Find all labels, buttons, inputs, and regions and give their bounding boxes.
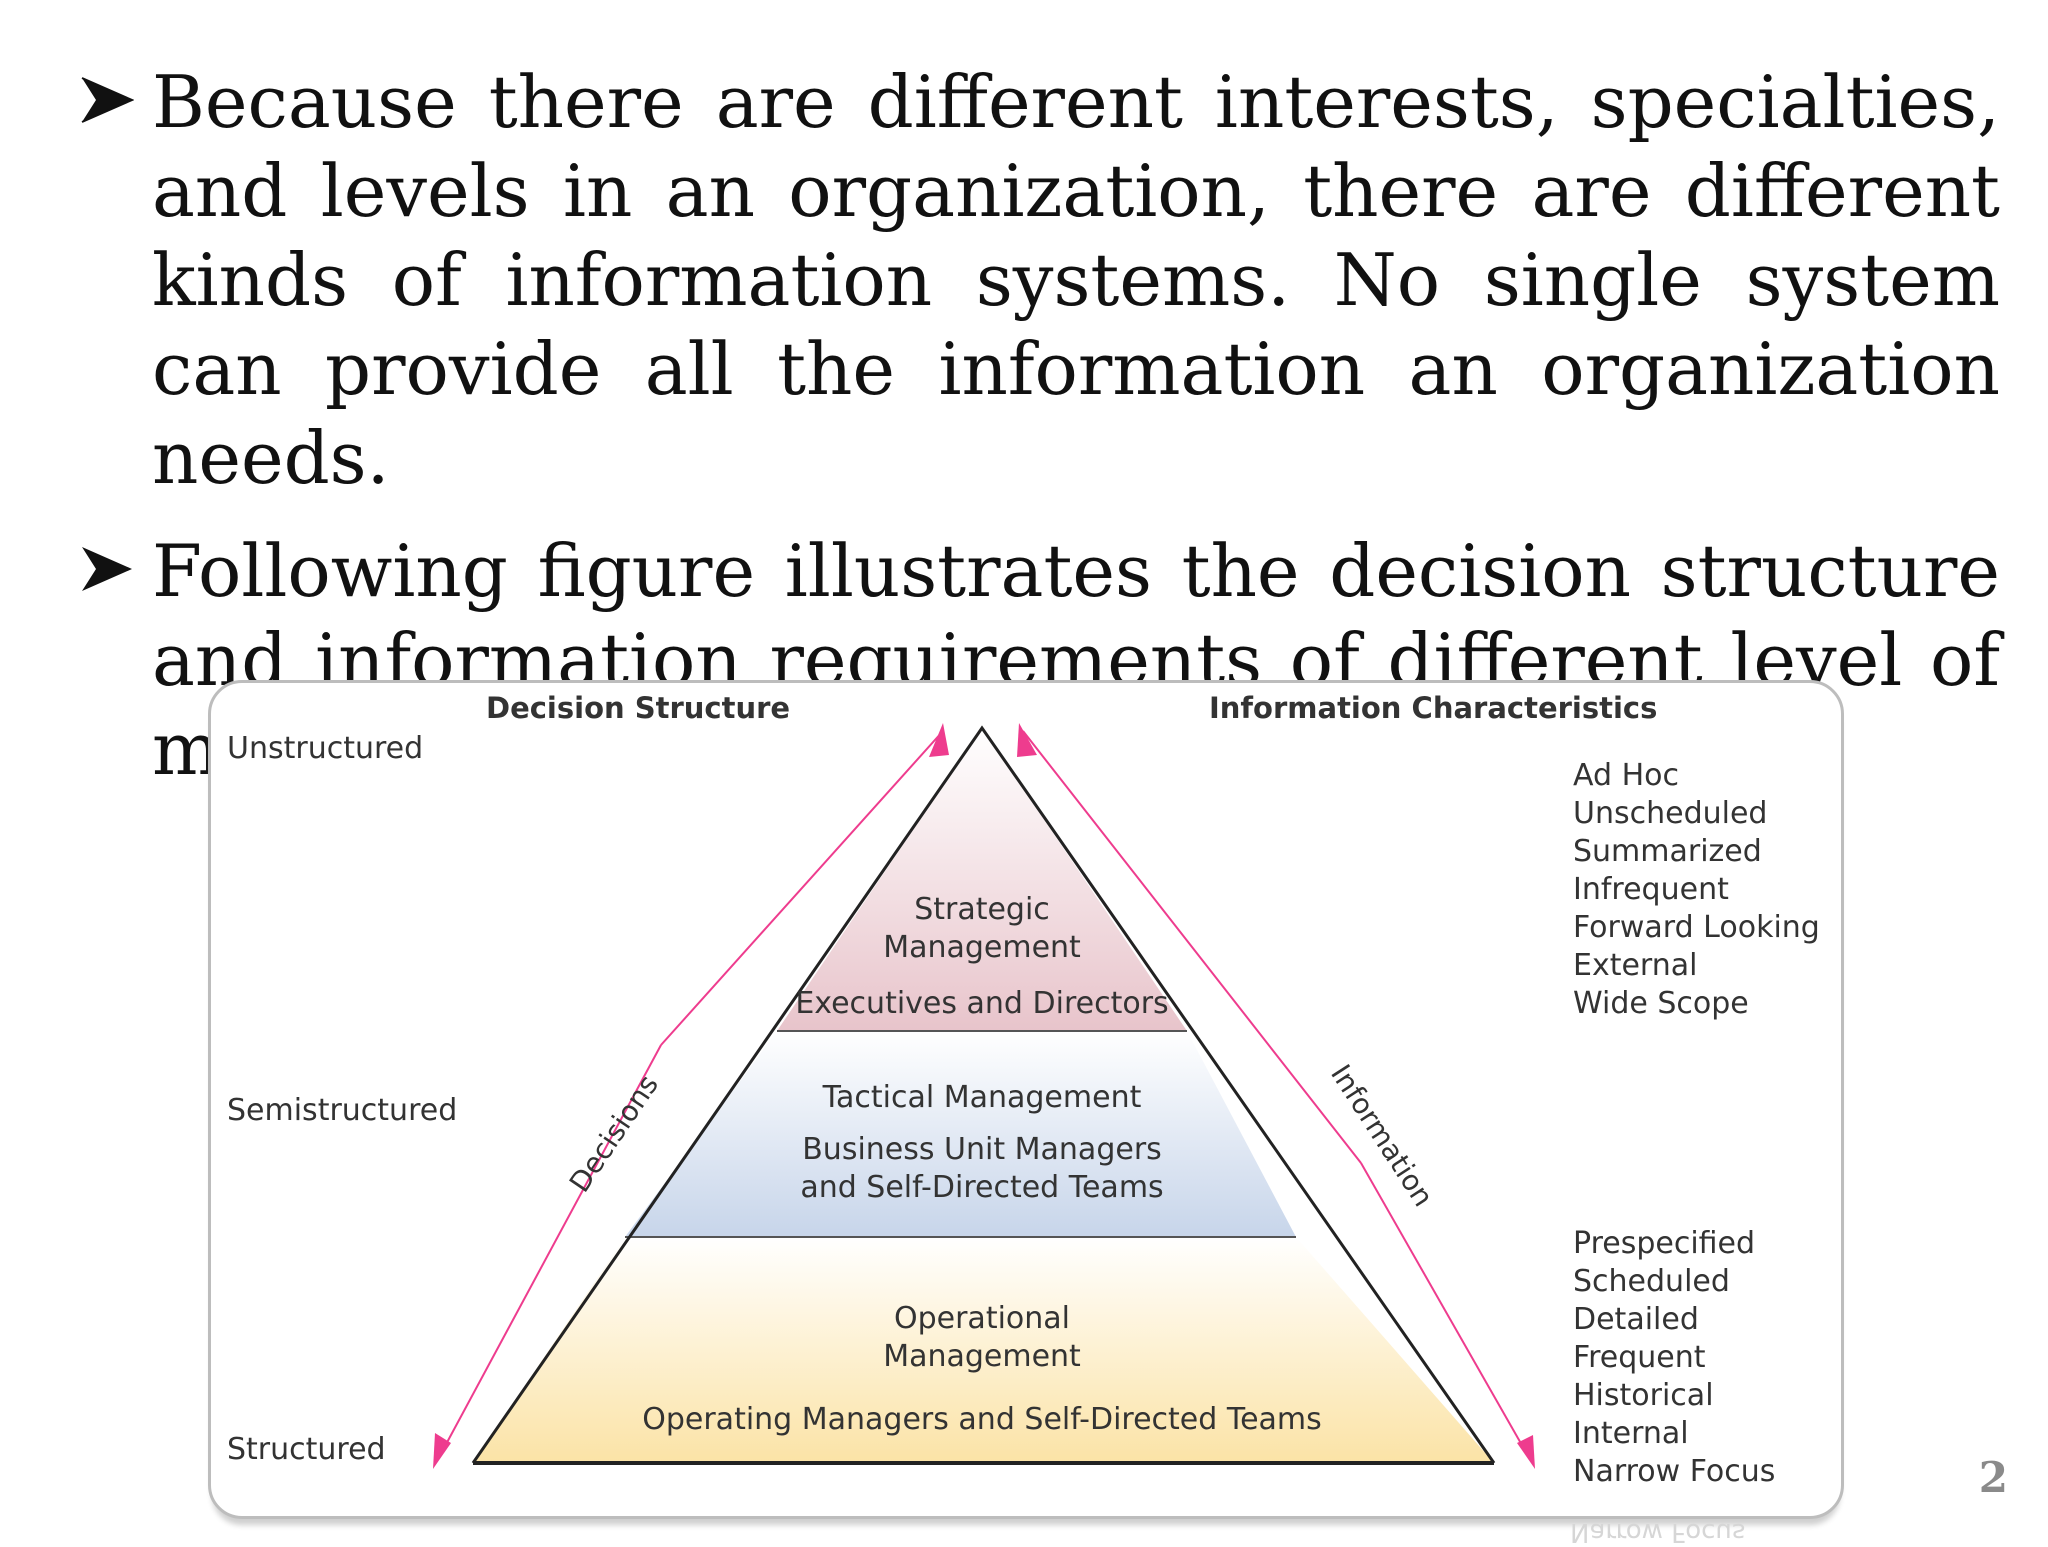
characteristic-item: Unscheduled [1573,796,1768,831]
characteristic-item: Frequent [1573,1340,1706,1375]
bullet-text: Because there are different interests, s… [152,60,2000,500]
characteristic-item: Infrequent [1573,872,1729,907]
tactical-tier [625,1031,1296,1237]
strategic-subtitle: Executives and Directors [795,986,1169,1021]
characteristic-item: Detailed [1573,1302,1699,1337]
arrowhead-bullet-icon [82,547,132,591]
strategic-title: Strategic Management [883,892,1081,965]
page-number: 2 [1978,1453,2008,1502]
characteristic-item: Summarized [1573,834,1762,869]
level-unstructured: Unstructured [227,731,424,766]
characteristic-item: Prespecified [1573,1226,1756,1261]
strategic-tier [777,728,1187,1031]
arrowhead-icon [1517,1435,1535,1469]
figure-reflection: Narrow Focus [1570,1517,1746,1547]
operational-title: Operational Management [883,1301,1081,1374]
information-characteristics-header: Information Characteristics [1209,691,1658,725]
information-arrow [1360,1162,1532,1462]
tactical-subtitle: Business Unit Managers and Self-Directed… [800,1132,1164,1205]
information-arrow [1022,730,1362,1164]
level-structured: Structured [227,1432,386,1467]
operational-tier [473,1237,1494,1463]
characteristic-item: Ad Hoc [1573,758,1679,793]
bullet-item: Because there are different interests, s… [70,58,2000,503]
operational-subtitle: Operating Managers and Self-Directed Tea… [642,1402,1322,1437]
decisions-arrow [660,730,944,1046]
decisions-arrow [436,1044,662,1462]
decision-structure-figure: Decision Structure Information Character… [208,680,1844,1519]
characteristic-item: Historical [1573,1378,1714,1413]
characteristic-item: Internal [1573,1416,1689,1451]
arrowhead-icon [433,1433,451,1469]
arrowhead-bullet-icon [81,77,134,123]
characteristic-item: Narrow Focus [1573,1454,1776,1489]
characteristic-item: Scheduled [1573,1264,1730,1299]
level-semistructured: Semistructured [227,1093,458,1128]
characteristic-item: Wide Scope [1573,986,1749,1021]
characteristic-item: Forward Looking [1573,910,1820,945]
pyramid-diagram [433,723,1535,1469]
decision-structure-header: Decision Structure [486,691,791,725]
tactical-title: Tactical Management [822,1080,1142,1115]
characteristic-item: External [1573,948,1698,983]
pyramid-outline [471,725,1496,1464]
arrowhead-icon [929,723,949,757]
arrowhead-icon [1017,723,1037,757]
